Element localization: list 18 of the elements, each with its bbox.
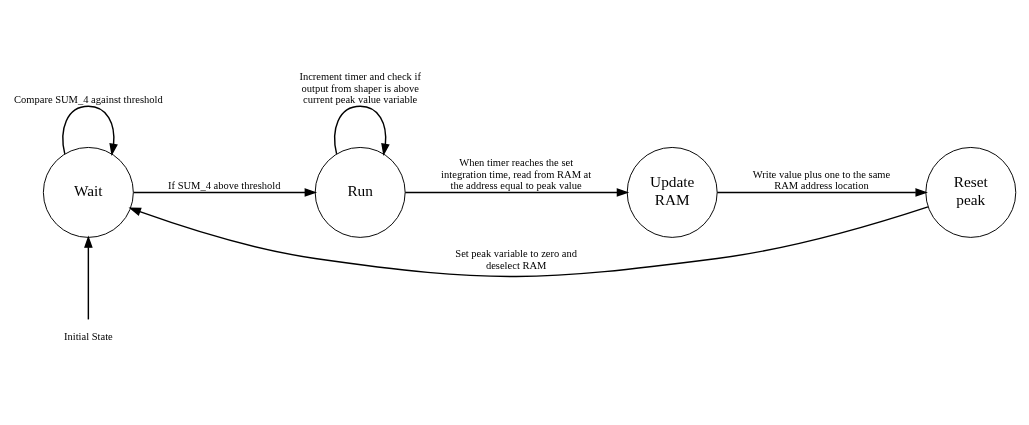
node-text: Initial State <box>63 330 113 342</box>
edge-label: Increment timer and check if output from shaper is above current peak value variable <box>299 70 421 105</box>
arrow <box>84 234 93 320</box>
node-circle: Reset peak <box>925 146 1017 238</box>
edge-label: Write value plus one to the same RAM address location <box>752 168 891 191</box>
node-circle: Run <box>314 146 406 238</box>
arrow <box>62 105 118 156</box>
arrow <box>128 205 929 277</box>
arrow <box>334 105 390 156</box>
edge-label: Compare SUM_4 against threshold <box>14 93 163 105</box>
edge-label: Set peak variable to zero and deselect RAM <box>455 247 578 271</box>
node-circle: Update RAM <box>626 146 718 238</box>
arrow <box>716 187 928 197</box>
edge-label: When timer reaches the set integration time, read from RAM at the address equal to peak value <box>441 156 592 191</box>
arrow <box>132 187 318 197</box>
arrow <box>404 187 630 197</box>
node-circle: Wait <box>42 146 134 238</box>
edge-label: If SUM_4 above threshold <box>168 179 281 191</box>
